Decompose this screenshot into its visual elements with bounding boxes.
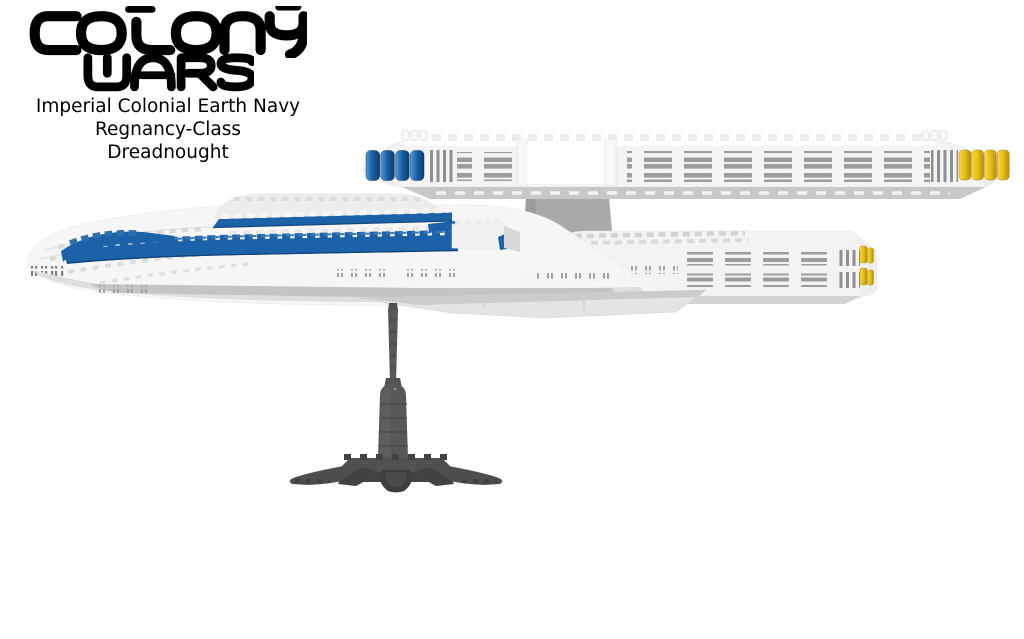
aft-superstructure (428, 219, 520, 252)
subtitle-class: Regnancy-Class (94, 118, 242, 140)
subtitle-faction: Imperial Colonial Earth Navy (35, 95, 301, 117)
nacelle-grille-right (931, 150, 958, 182)
primary-hull (26, 193, 707, 319)
bow-blue-crest (61, 231, 175, 262)
blue-engine-cylinders (365, 150, 425, 181)
pod-grille-lower (836, 272, 860, 288)
nacelle-vents-right (627, 151, 930, 182)
nacelle-grille-left (428, 150, 454, 182)
pod-grille-upper (836, 250, 860, 266)
pod-vents-upper (681, 252, 833, 266)
nacelle-vents-left (457, 152, 514, 181)
pod-vents-lower (681, 273, 833, 287)
nacelle-underside (402, 187, 986, 199)
header: Imperial Colonial Earth Navy Regnancy-Cl… (0, 6, 336, 164)
stand-legs (289, 464, 503, 493)
model-designation: Imperial Colonial Earth Navy Regnancy-Cl… (0, 95, 336, 164)
upper-nacelle (360, 130, 1013, 199)
yellow-engine-cylinders (958, 149, 1010, 181)
colony-wars-logo (0, 6, 336, 94)
nacelle-stud-clusters (401, 130, 948, 141)
hull-keel-strip (90, 284, 616, 298)
display-stand (289, 303, 503, 493)
pod-yellow-engines (859, 245, 874, 286)
logo-line-colony (0, 6, 336, 58)
logo-line-wars (0, 49, 336, 94)
upper-blue-stripe (213, 212, 452, 228)
bow-grille (31, 266, 64, 276)
subtitle-type: Dreadnought (107, 141, 229, 163)
